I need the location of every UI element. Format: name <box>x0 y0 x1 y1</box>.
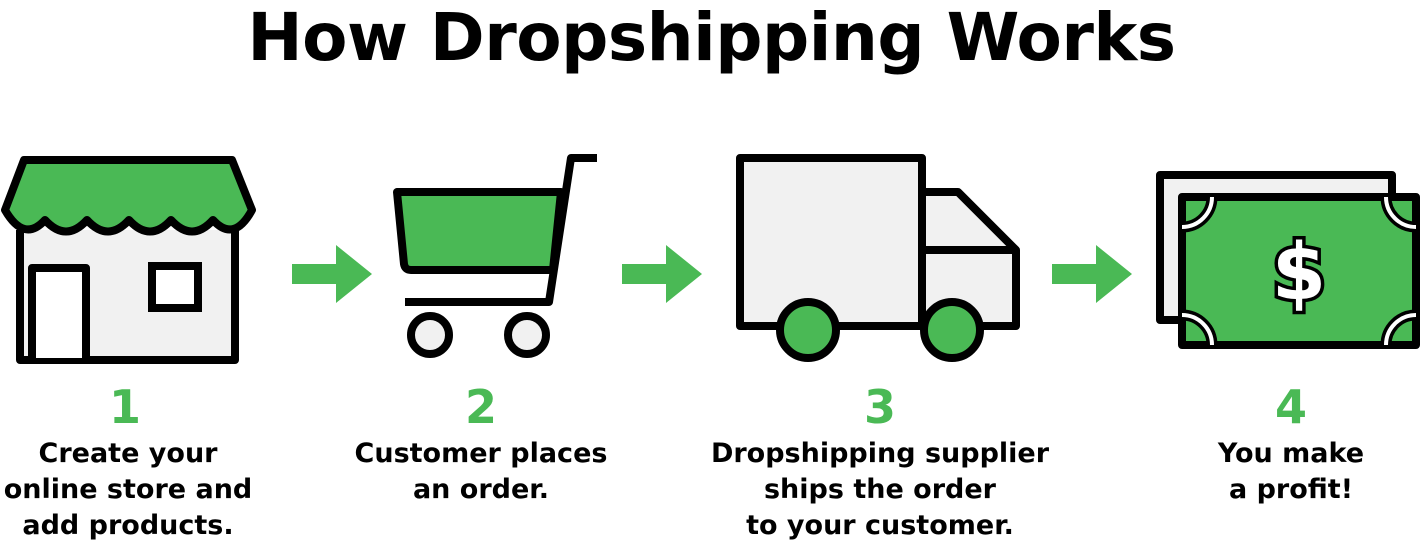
caption-line: You make <box>1217 438 1365 469</box>
caption-line: Customer places <box>354 438 608 469</box>
step-4-caption: You make a profit! <box>1171 436 1411 508</box>
step-3-number: 3 <box>863 380 896 434</box>
step-2-number: 2 <box>464 380 497 434</box>
storefront-icon <box>1 156 256 364</box>
arrow-right-icon <box>1052 245 1132 303</box>
caption-line: Dropshipping supplier <box>710 438 1050 469</box>
shopping-cart-icon <box>393 154 597 358</box>
caption-line: online store and <box>3 474 253 505</box>
page-title: How Dropshipping Works <box>247 0 1176 76</box>
step-1-number: 1 <box>108 380 141 434</box>
step-1-caption: Create your online store and add product… <box>0 436 256 544</box>
svg-text:$: $ <box>1272 228 1326 318</box>
arrow-right-icon <box>292 245 372 303</box>
caption-line: add products. <box>22 510 234 541</box>
step-2-caption: Customer places an order. <box>331 436 631 508</box>
arrow-right-icon <box>622 245 702 303</box>
caption-line: to your customer. <box>746 510 1014 541</box>
step-3-caption: Dropshipping supplier ships the order to… <box>680 436 1080 544</box>
caption-line: an order. <box>412 474 550 505</box>
caption-line: ships the order <box>763 474 996 505</box>
caption-line: Create your <box>38 438 218 469</box>
step-4-number: 4 <box>1274 380 1307 434</box>
money-bills-icon: $ <box>1156 171 1420 349</box>
caption-line: a profit! <box>1228 474 1354 505</box>
delivery-truck-icon <box>736 154 1020 362</box>
